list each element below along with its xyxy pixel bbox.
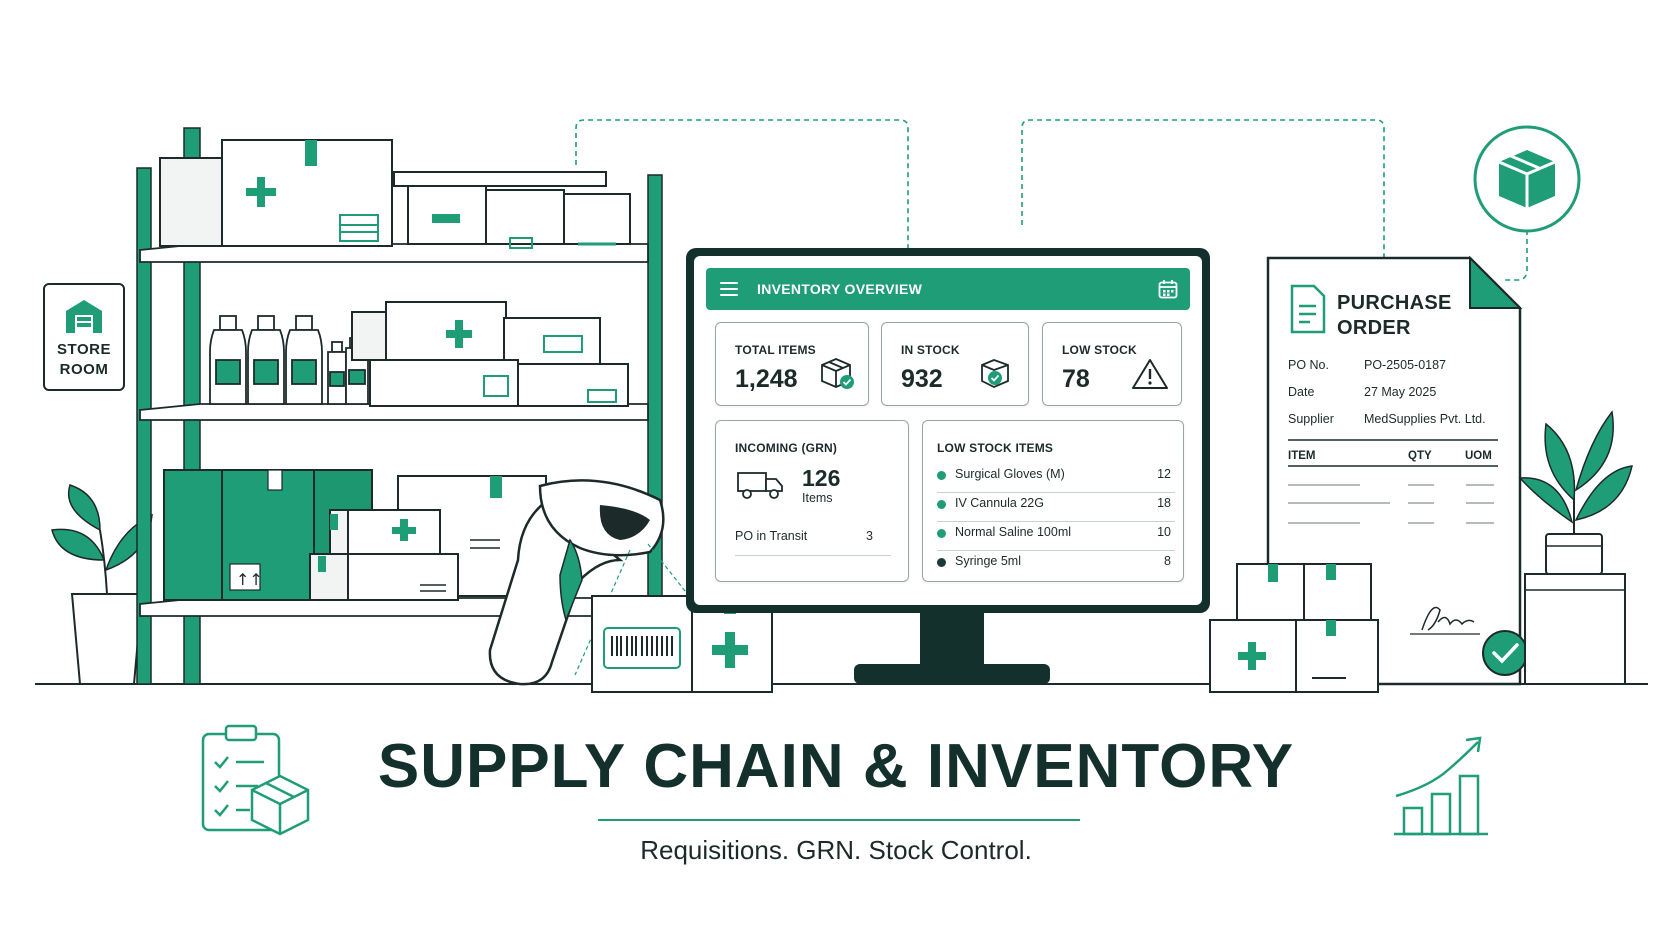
status-dot [937,471,946,480]
status-dot [937,500,946,509]
box-check-icon [981,359,1009,388]
low-stock-items-card: LOW STOCK ITEMS Surgical Gloves (M) 12 I… [922,420,1184,582]
low-stock-item-name: IV Cannula 22G [955,496,1044,510]
store-room-sign: STORE ROOM [43,283,125,391]
delivery-truck-icon [737,472,783,499]
low-stock-item-name: Syringe 5ml [955,554,1021,568]
growth-chart-icon [1394,736,1488,836]
po-number-label: PO No. [1288,358,1329,372]
calendar-icon[interactable] [1158,279,1178,299]
low-stock-item-qty: 10 [1157,525,1171,539]
incoming-grn-card[interactable]: INCOMING (GRN) 126 Items PO in Transit 3 [715,420,909,582]
store-room-label-line2: ROOM [59,361,109,378]
in-stock-card[interactable]: IN STOCK 932 [881,322,1029,406]
stacked-boxes-right [1209,563,1379,693]
po-number-value: PO-2505-0187 [1364,358,1447,372]
incoming-label: INCOMING (GRN) [735,441,838,455]
low-stock-items-title: LOW STOCK ITEMS [937,441,1054,455]
po-title-line2: ORDER [1337,317,1411,339]
warning-triangle-icon [1132,359,1168,389]
po-supplier-label: Supplier [1288,412,1334,426]
low-stock-item-name: Surgical Gloves (M) [955,467,1065,481]
low-stock-item-qty: 18 [1157,496,1171,510]
low-stock-item-qty: 12 [1157,467,1171,481]
warehouse-icon [66,300,102,333]
package-badge-icon [1473,125,1581,233]
low-stock-item-row[interactable]: Surgical Gloves (M) 12 [937,465,1175,493]
store-room-label-line1: STORE [57,341,111,358]
po-date-value: 27 May 2025 [1364,385,1437,399]
low-stock-item-qty: 8 [1164,554,1171,568]
dashboard-header: INVENTORY OVERVIEW [706,268,1190,310]
in-stock-value: 932 [901,365,943,393]
box-check-icon [821,358,854,389]
dashed-connectors [575,119,1528,281]
low-stock-item-row[interactable]: IV Cannula 22G 18 [937,494,1175,522]
hamburger-menu-icon[interactable] [720,282,738,296]
svg-text:↑↑: ↑↑ [236,570,263,589]
po-column-uom: UOM [1465,450,1492,462]
page-headline: SUPPLY CHAIN & INVENTORY [377,732,1295,801]
po-column-item: ITEM [1288,450,1316,462]
potted-plant-left [51,484,153,685]
in-stock-label: IN STOCK [901,343,960,357]
po-title-line1: PURCHASE [1337,292,1452,314]
po-in-transit-value: 3 [866,529,873,543]
status-dot [937,529,946,538]
low-stock-value: 78 [1062,365,1090,393]
low-stock-item-name: Normal Saline 100ml [955,525,1072,539]
potted-plant-right [1518,410,1633,685]
incoming-unit: Items [802,491,833,505]
total-items-label: TOTAL ITEMS [735,343,816,357]
page-tagline: Requisitions. GRN. Stock Control. [640,835,1032,865]
po-column-qty: QTY [1408,450,1432,462]
status-dot [937,558,946,567]
storage-shelf: ↑↑ [136,127,663,685]
low-stock-label: LOW STOCK [1062,343,1137,357]
po-in-transit-row: PO in Transit 3 [735,529,891,556]
total-items-card[interactable]: TOTAL ITEMS 1,248 [715,322,869,406]
low-stock-card[interactable]: LOW STOCK 78 [1042,322,1182,406]
dashboard-title: INVENTORY OVERVIEW [757,281,923,297]
po-in-transit-label: PO in Transit [735,529,808,543]
low-stock-item-row[interactable]: Normal Saline 100ml 10 [937,523,1175,551]
po-supplier-value: MedSupplies Pvt. Ltd. [1364,412,1486,426]
incoming-value: 126 [802,465,841,491]
total-items-value: 1,248 [735,365,798,393]
po-date-label: Date [1288,385,1315,399]
purchase-order-title: PURCHASE ORDER [1337,291,1452,341]
clipboard-checklist-icon [201,724,310,836]
headline-divider [598,819,1080,821]
low-stock-item-row[interactable]: Syringe 5ml 8 [937,552,1175,579]
barcode-box [591,595,773,693]
inventory-dashboard: INVENTORY OVERVIEW TOTAL ITEMS 1,248 IN … [694,256,1202,605]
barcode-scanner [488,479,701,686]
